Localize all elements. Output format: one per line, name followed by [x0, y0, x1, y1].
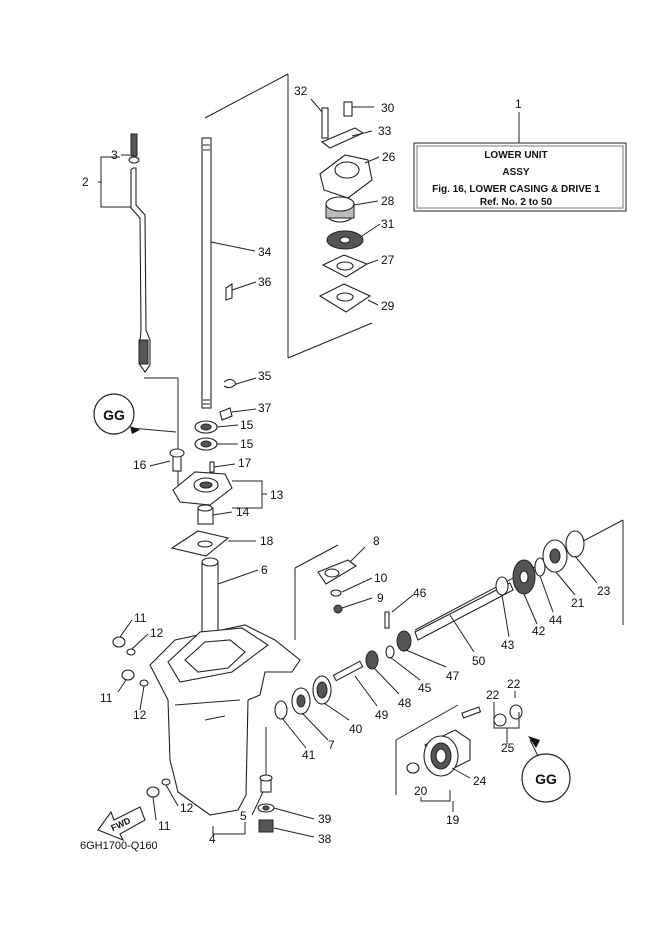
label-23: 23 — [597, 584, 611, 598]
label-28: 28 — [381, 194, 395, 208]
label-45: 45 — [418, 681, 432, 695]
label-48: 48 — [398, 696, 412, 710]
label-20: 20 — [414, 784, 428, 798]
label-17: 17 — [238, 456, 252, 470]
info-box-line3: Fig. 16, LOWER CASING & DRIVE 1 — [432, 184, 600, 195]
label-27: 27 — [381, 253, 395, 267]
label-42: 42 — [532, 624, 546, 638]
label-15a: 15 — [240, 418, 254, 432]
label-6: 6 — [261, 563, 268, 577]
label-22a: 22 — [486, 688, 500, 702]
label-33: 33 — [378, 124, 392, 138]
label-26: 26 — [382, 150, 396, 164]
label-13: 13 — [270, 488, 284, 502]
gasket-18 — [170, 530, 230, 557]
prop-shaft-housing — [406, 704, 523, 777]
group-frame-lines — [144, 73, 624, 795]
label-34: 34 — [258, 245, 272, 259]
label-16: 16 — [133, 458, 147, 472]
label-8: 8 — [373, 534, 380, 548]
svg-text:GG: GG — [103, 407, 125, 423]
label-4: 4 — [209, 832, 216, 846]
label-12b: 12 — [133, 708, 147, 722]
label-47: 47 — [446, 669, 460, 683]
label-36: 36 — [258, 275, 272, 289]
bearings — [194, 420, 218, 451]
label-40: 40 — [349, 722, 363, 736]
label-38: 38 — [318, 832, 332, 846]
drive-shaft — [201, 137, 212, 409]
label-41: 41 — [302, 748, 316, 762]
label-12c: 12 — [180, 801, 194, 815]
water-pump — [318, 101, 373, 313]
info-box: 1 LOWER UNIT ASSY Fig. 16, LOWER CASING … — [413, 97, 627, 212]
housing-13 — [169, 448, 233, 525]
label-7: 7 — [328, 738, 335, 752]
label-21: 21 — [571, 596, 585, 610]
label-12a: 12 — [150, 626, 164, 640]
label-1: 1 — [515, 97, 522, 111]
reference-labels: 2 3 4 5 6 7 8 9 10 11 11 11 12 12 12 13 … — [82, 84, 611, 846]
lower-casing — [149, 624, 301, 816]
label-43: 43 — [501, 638, 515, 652]
info-box-line1: LOWER UNIT — [484, 150, 547, 161]
gear-train — [274, 530, 585, 720]
label-29: 29 — [381, 299, 395, 313]
group-leader-lines — [98, 98, 598, 838]
info-box-line4: Ref. No. 2 to 50 — [480, 197, 553, 208]
fwd-arrow: FWD — [97, 806, 146, 842]
label-30: 30 — [381, 101, 395, 115]
label-35: 35 — [258, 369, 272, 383]
label-14: 14 — [236, 505, 250, 519]
info-box-line2: ASSY — [502, 167, 530, 178]
screws — [112, 636, 171, 798]
label-49: 49 — [375, 708, 389, 722]
label-5: 5 — [240, 809, 247, 823]
label-50: 50 — [472, 654, 486, 668]
label-24: 24 — [473, 774, 487, 788]
label-19: 19 — [446, 813, 460, 827]
grease-symbol-lower: GG — [521, 736, 571, 803]
drain-plugs — [257, 774, 275, 833]
label-11a: 11 — [134, 611, 147, 625]
shift-rod — [128, 133, 151, 373]
label-37: 37 — [258, 401, 272, 415]
label-9: 9 — [377, 591, 384, 605]
svg-text:GG: GG — [535, 771, 557, 787]
label-31: 31 — [381, 217, 395, 231]
label-32: 32 — [294, 84, 308, 98]
reference-code: 6GH1700-Q160 — [80, 840, 158, 852]
label-22b: 22 — [507, 677, 521, 691]
clips — [219, 282, 237, 421]
label-10: 10 — [374, 571, 388, 585]
label-2: 2 — [82, 175, 89, 189]
label-15b: 15 — [240, 437, 254, 451]
grease-symbol-upper: GG — [93, 393, 177, 435]
shift-cam — [317, 559, 357, 614]
label-46: 46 — [413, 586, 427, 600]
label-25: 25 — [501, 741, 515, 755]
label-39: 39 — [318, 812, 332, 826]
label-18: 18 — [260, 534, 274, 548]
label-44: 44 — [549, 613, 563, 627]
label-11b: 11 — [100, 691, 113, 705]
label-11c: 11 — [158, 819, 171, 833]
label-3: 3 — [111, 148, 118, 162]
